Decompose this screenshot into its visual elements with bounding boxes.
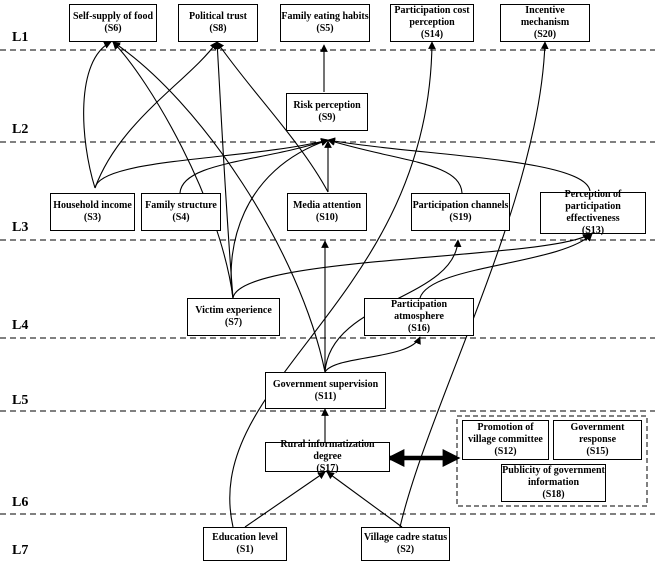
node-s6: Self-supply of food (S6) [69, 4, 157, 42]
node-s1: Education level (S1) [203, 527, 287, 561]
node-label: Incentive mechanism [520, 5, 570, 28]
node-code: (S5) [316, 23, 334, 34]
node-code: (S7) [224, 317, 243, 328]
node-s3: Household income (S3) [50, 193, 135, 231]
node-label: Government supervision [272, 378, 379, 390]
level-label-l7: L7 [12, 543, 29, 558]
node-code: (S3) [83, 212, 102, 223]
node-label: Education level [212, 532, 278, 543]
node-label: Media attention [292, 200, 362, 211]
edges [83, 41, 593, 528]
edge-s16-s13 [419, 233, 593, 299]
level-label-l6: L6 [12, 495, 29, 510]
node-label: Publicity of government information [502, 465, 605, 488]
node-label: Perception of participation effectivenes… [564, 189, 622, 224]
edge-s1-s14 [229, 41, 436, 528]
node-s9: Risk perception (S9) [286, 93, 368, 131]
node-s11: Government supervision (S11) [265, 372, 386, 409]
node-code: (S1) [236, 544, 254, 555]
edge-s11-s16 [324, 336, 421, 373]
edge-s1-s17 [244, 471, 326, 528]
edge-s19-s9 [327, 138, 463, 194]
edge-s3-s6 [83, 41, 112, 189]
node-s12: Promotion of village committee (S12) [462, 420, 549, 460]
node-label: Participation cost perception [394, 5, 470, 28]
node-s16: Participation atmosphere (S16) [364, 298, 474, 336]
node-label: Risk perception [293, 100, 361, 111]
node-s13: Perception of participation effectivenes… [540, 189, 646, 236]
node-s4: Family structure (S4) [141, 193, 221, 231]
node-code: (S11) [314, 390, 337, 402]
node-s5: Family eating habits (S5) [280, 4, 370, 42]
node-code: (S20) [533, 29, 557, 40]
node-label: Household income [53, 200, 132, 211]
edge-s2-s17 [326, 471, 403, 528]
node-label: Promotion of village committee [468, 422, 543, 445]
level-label-l4: L4 [12, 318, 29, 333]
level-label-l2: L2 [12, 122, 29, 137]
level-label-l3: L3 [12, 220, 29, 235]
node-s18: Publicity of government information (S18… [501, 464, 606, 502]
node-s7: Victim experience (S7) [187, 298, 280, 336]
node-s10: Media attention (S10) [287, 193, 367, 231]
node-code: (S18) [542, 489, 565, 500]
level-dividers [0, 49, 655, 515]
node-code: (S17) [316, 463, 339, 474]
edge-s7-s13 [232, 233, 591, 299]
node-label: Government response [570, 422, 625, 445]
node-s19: Participation channels (S19) [411, 193, 510, 231]
level-label-l5: L5 [12, 393, 29, 408]
edge-s2-s20 [399, 41, 549, 528]
node-s14: Participation cost perception (S14) [390, 4, 474, 42]
node-s2: Village cadre status (S2) [361, 527, 450, 561]
node-s8: Political trust (S8) [178, 4, 258, 42]
edge-s3-s8 [94, 41, 218, 189]
node-code: (S14) [420, 29, 444, 40]
node-label: Family structure [145, 200, 217, 211]
node-code: (S10) [315, 212, 339, 223]
node-code: (S6) [104, 23, 122, 34]
edge-s4-s9 [179, 138, 329, 194]
level-label-l1: L1 [12, 30, 29, 45]
node-label: Self-supply of food [72, 11, 153, 22]
edge-s11-s6 [112, 41, 326, 373]
node-s15: Government response (S15) [553, 420, 642, 460]
node-code: (S9) [318, 112, 336, 123]
node-s20: Incentive mechanism (S20) [500, 4, 590, 42]
edge-s3-s9 [94, 137, 329, 189]
node-label: Family eating habits [281, 11, 369, 22]
node-code: (S4) [172, 212, 190, 223]
edge-s13-s9 [327, 137, 591, 192]
node-code: (S2) [396, 544, 415, 555]
edge-s7-s8 [213, 41, 234, 299]
node-code: (S12) [494, 446, 517, 457]
node-code: (S19) [449, 212, 472, 223]
edge-s7-s6 [112, 41, 234, 299]
node-label: Victim experience [195, 305, 272, 316]
edge-s10-s8 [216, 41, 329, 193]
node-label: Participation channels [412, 200, 509, 211]
node-code: (S15) [586, 446, 609, 457]
node-label: Village cadre status [363, 532, 448, 543]
node-label: Political trust [188, 11, 248, 22]
node-label: Participation atmosphere [390, 299, 448, 322]
node-s17: Rural informatization degree (S17) [265, 439, 390, 474]
node-code: (S16) [407, 323, 431, 334]
node-code: (S8) [209, 23, 227, 34]
node-label: Rural informatization degree [280, 439, 375, 462]
node-code: (S13) [581, 225, 605, 236]
